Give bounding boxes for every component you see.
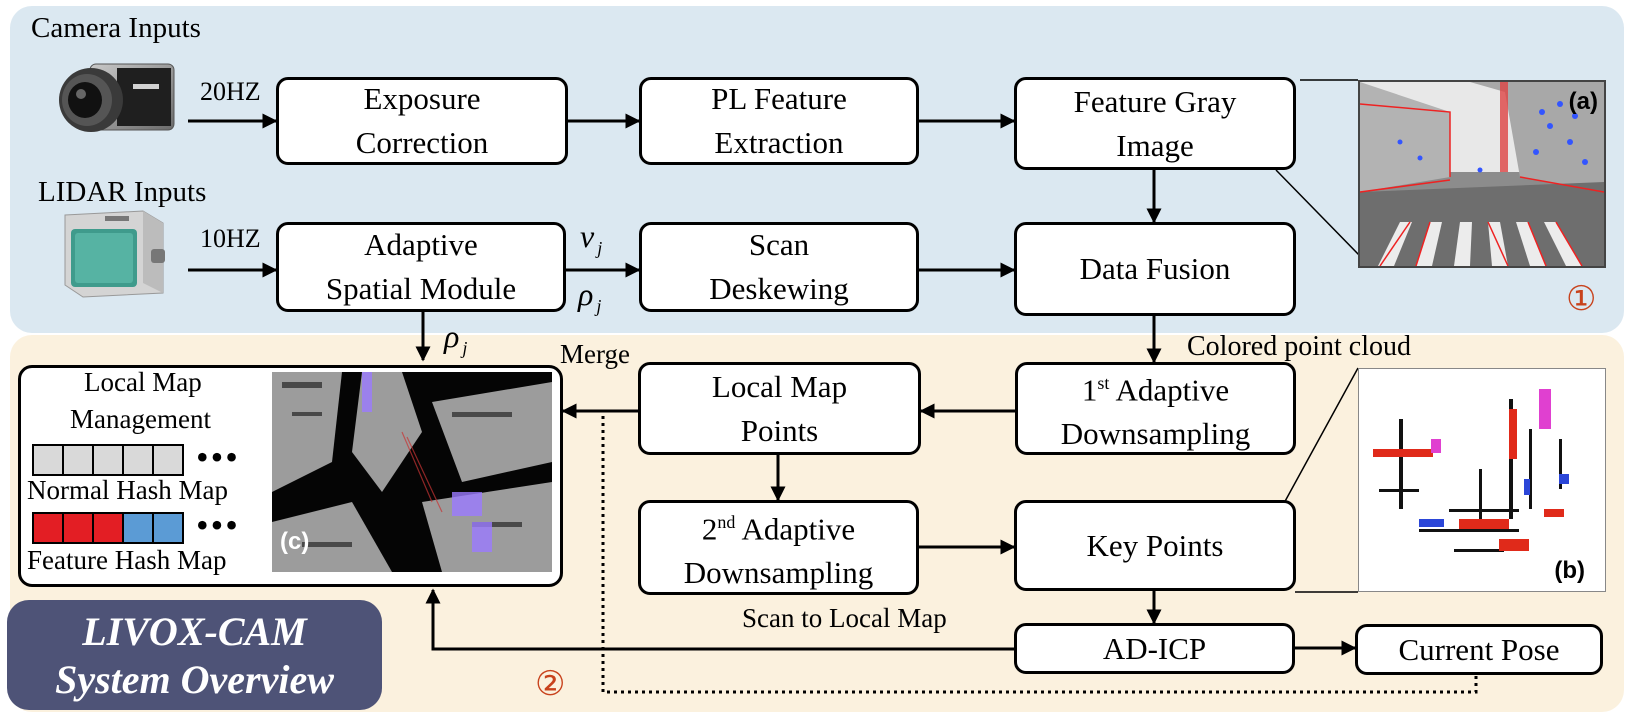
local-line1: Local Map <box>711 368 848 404</box>
zoom-line-a2 <box>1275 169 1361 257</box>
adaptive-line2: Spatial Module <box>325 271 517 306</box>
street-scene-illustration <box>1360 82 1604 266</box>
rho-map-subscript: j <box>462 338 468 359</box>
lidar-rate-label: 10HZ <box>200 224 261 253</box>
normal-hash-cell <box>62 444 94 476</box>
ds1-sup: st <box>1097 372 1110 393</box>
rho-symbol: ρ <box>578 276 594 312</box>
section-1-marker: ① <box>1566 281 1597 318</box>
exposure-line2: Correction <box>355 125 489 160</box>
feature-hash-cell-blue <box>122 512 154 544</box>
section-2-marker: ② <box>535 666 566 703</box>
feature-hash-ellipsis: ••• <box>196 505 240 545</box>
key-points-image-b: (b) <box>1358 368 1606 592</box>
rho-subscript: j <box>596 296 602 317</box>
ad-icp-label: AD-ICP <box>1102 630 1207 666</box>
map-point-cloud-illustration <box>272 372 552 572</box>
local-map-title: Local Map <box>84 367 202 397</box>
gray-line1: Feature Gray <box>1073 83 1237 119</box>
exposure-line1: Exposure <box>363 81 481 116</box>
normal-hash-cell <box>92 444 124 476</box>
merge-label: Merge <box>560 339 630 369</box>
normal-hash-cell <box>152 444 184 476</box>
normal-hash-ellipsis: ••• <box>196 437 240 477</box>
feature-hash-cell-red <box>62 512 94 544</box>
pose-feedback-dotted <box>601 411 1478 694</box>
local-line2: Points <box>740 412 819 448</box>
image-c-tag: (c) <box>280 528 310 555</box>
v-symbol: v <box>580 218 595 254</box>
management-title: Management <box>70 404 211 434</box>
scan-line1: Scan <box>748 227 810 262</box>
image-a-tag: (a) <box>1568 88 1598 115</box>
lidar-sensor-icon <box>64 210 165 298</box>
fusion-label: Data Fusion <box>1079 251 1231 286</box>
ad-icp-box: AD-ICP <box>1014 623 1295 674</box>
image-b-tag: (b) <box>1554 557 1585 584</box>
camera-icon <box>59 63 175 132</box>
arrow-scan-to-local-map <box>425 588 1014 651</box>
lidar-inputs-label: LIDAR Inputs <box>38 176 207 208</box>
pl-line2: Extraction <box>714 125 844 160</box>
ds2-line2: Downsampling <box>683 555 874 591</box>
data-fusion-box: Data Fusion <box>1014 222 1296 316</box>
v-subscript: j <box>597 238 603 259</box>
camera-rate-label: 20HZ <box>200 77 261 106</box>
pl-line1: PL Feature <box>711 81 847 116</box>
normal-hash-cell <box>122 444 154 476</box>
adaptive-line1: Adaptive <box>364 227 478 262</box>
scan-to-local-map-label: Scan to Local Map <box>742 603 947 633</box>
ds1-line1: Adaptive <box>1109 372 1230 408</box>
colored-point-cloud-label: Colored point cloud <box>1187 331 1411 362</box>
zoom-line-b1 <box>1282 367 1359 506</box>
feature-hash-cell-blue <box>152 512 184 544</box>
title-line1: LIVOX-CAM <box>82 609 307 654</box>
local-map-image-c: (c) <box>272 372 552 572</box>
title-line2: System Overview <box>55 657 334 702</box>
ds1-line2: Downsampling <box>1060 416 1251 452</box>
normal-hash-cell <box>32 444 64 476</box>
scan-line2: Deskewing <box>709 271 849 306</box>
ds2-sup: nd <box>717 511 736 532</box>
gray-line2: Image <box>1116 127 1194 163</box>
key-points-label: Key Points <box>1086 527 1224 563</box>
ds1-num: 1 <box>1081 372 1098 408</box>
feature-hash-cell-red <box>32 512 64 544</box>
camera-inputs-label: Camera Inputs <box>31 12 201 44</box>
ds2-line1: Adaptive <box>735 511 856 547</box>
feature-image-a: (a) <box>1358 80 1606 268</box>
ds2-num: 2 <box>701 511 718 547</box>
key-points-scatter <box>1373 389 1569 552</box>
feature-hash-map-label: Feature Hash Map <box>27 545 227 575</box>
normal-hash-map-label: Normal Hash Map <box>27 475 228 505</box>
system-overview-title-card: LIVOX-CAM System Overview <box>7 600 382 710</box>
rho-map-symbol: ρ <box>444 318 460 354</box>
current-pose-box: Current Pose <box>1355 624 1603 675</box>
current-pose-label: Current Pose <box>1398 631 1560 667</box>
key-points-box: Key Points <box>1014 500 1296 591</box>
feature-hash-cell-red <box>92 512 124 544</box>
